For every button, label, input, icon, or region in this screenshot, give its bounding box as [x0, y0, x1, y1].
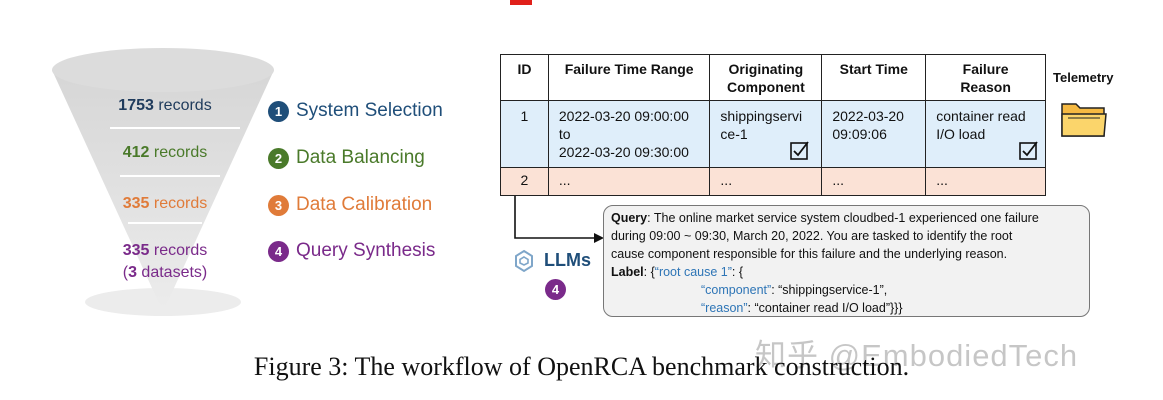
header-line: Component	[727, 79, 805, 95]
label-text: : {	[731, 265, 744, 279]
step-number-badge: 3	[268, 194, 289, 216]
cell-start-time: 2022-03-20 09:09:06	[821, 100, 927, 168]
cell-ellipsis: ...	[547, 167, 711, 196]
record-unit: records	[149, 242, 208, 259]
cell-ellipsis: ...	[925, 167, 1046, 196]
cell-line: shippingservi	[720, 108, 803, 124]
arrow-connector	[514, 196, 604, 243]
checkbox-checked-icon	[1019, 141, 1038, 160]
query-box: Query: The online market service system …	[603, 205, 1090, 317]
table-row: 1 2022-03-20 09:00:00 to 2022-03-20 09:3…	[500, 100, 1046, 168]
cell-line: 2022-03-20	[832, 108, 904, 124]
cell-line: 2022-03-20 09:30:00	[558, 144, 689, 160]
query-line: cause component responsible for this fai…	[611, 247, 1008, 261]
label-line: Label: {“root cause 1”: {	[611, 263, 1089, 281]
cell-id: 1	[500, 100, 549, 168]
step-number-badge: 4	[268, 240, 289, 262]
table-row: 2 ... ... ... ...	[500, 167, 1046, 196]
checkbox-checked-icon	[790, 141, 809, 160]
cell-line: to	[558, 126, 571, 142]
figure-caption: Figure 3: The workflow of OpenRCA benchm…	[253, 352, 910, 381]
cell-ellipsis: ...	[821, 167, 927, 196]
step-system-selection: 1 System Selection	[268, 100, 443, 122]
step-data-calibration: 3 Data Calibration	[268, 194, 432, 216]
datasets-open: (	[122, 264, 129, 281]
cell-reason: container read I/O load	[925, 100, 1046, 168]
datasets-count: 3	[128, 264, 137, 281]
record-count: 335	[122, 242, 150, 259]
cell-ellipsis: ...	[709, 167, 823, 196]
step-number-badge: 2	[268, 147, 289, 169]
reason-key: “reason”	[701, 301, 748, 315]
reason-value: : “container read I/O load”}}}	[747, 301, 903, 315]
cell-line: I/O load	[936, 126, 986, 142]
step-label: Data Balancing	[296, 147, 425, 168]
datasets-unit: datasets)	[136, 264, 208, 281]
cell-id: 2	[500, 167, 549, 196]
header-line: Failure	[962, 61, 1009, 77]
funnel-record-2: 412 records	[55, 144, 275, 162]
label-label: Label	[611, 265, 644, 279]
cell-line: container read	[936, 108, 1026, 124]
record-unit: records	[149, 144, 208, 161]
header-originating-component: Originating Component	[709, 54, 823, 101]
top-red-mark	[510, 0, 532, 5]
record-count: 1753	[118, 97, 154, 114]
query-label: Query	[611, 211, 648, 225]
label-line: “component”: “shippingservice-1”,	[611, 281, 1089, 299]
header-start-time: Start Time	[821, 54, 927, 101]
step-label: System Selection	[296, 100, 443, 121]
query-line: during 09:00 ~ 09:30, March 20, 2022. Yo…	[611, 229, 1013, 243]
step-data-balancing: 2 Data Balancing	[268, 147, 425, 169]
record-count: 335	[122, 195, 150, 212]
funnel-record-3: 335 records	[55, 195, 275, 213]
table-header-row: ID Failure Time Range Originating Compon…	[500, 54, 1046, 101]
step-label: Data Calibration	[296, 194, 433, 215]
component-key: “component”	[701, 283, 772, 297]
funnel-record-1: 1753 records	[55, 97, 275, 115]
header-failure-time-range: Failure Time Range	[547, 54, 711, 101]
failure-table-container: ID Failure Time Range Originating Compon…	[500, 54, 1046, 196]
failure-table: ID Failure Time Range Originating Compon…	[500, 54, 1046, 196]
telemetry-label: Telemetry	[1053, 70, 1114, 85]
root-cause-key: “root cause 1”	[654, 265, 732, 279]
funnel-graphic	[52, 48, 274, 316]
record-unit: records	[149, 195, 208, 212]
llms-label: LLMs	[544, 250, 591, 270]
header-id: ID	[500, 54, 549, 101]
step-number-badge: 1	[268, 100, 289, 122]
record-count: 412	[122, 144, 150, 161]
funnel-record-4-datasets: (3 datasets)	[55, 264, 275, 282]
llms-step-badge: 4	[545, 279, 566, 300]
cell-time-range: 2022-03-20 09:00:00 to 2022-03-20 09:30:…	[547, 100, 711, 168]
step-label: Query Synthesis	[296, 240, 436, 261]
query-text: : The online market service system cloud…	[647, 211, 1039, 225]
record-unit: records	[153, 97, 212, 114]
header-failure-reason: Failure Reason	[925, 54, 1046, 101]
cell-line: 09:09:06	[832, 126, 887, 142]
step-query-synthesis: 4 Query Synthesis	[268, 240, 435, 262]
cell-component: shippingservi ce-1	[709, 100, 823, 168]
cell-line: 2022-03-20 09:00:00	[558, 108, 689, 124]
header-line: Originating	[728, 61, 804, 77]
label-line: “reason”: “container read I/O load”}}}	[611, 299, 1089, 317]
funnel-record-4: 335 records	[55, 242, 275, 260]
query-line: Query: The online market service system …	[611, 209, 1089, 227]
label-text: : {	[643, 265, 655, 279]
component-value: : “shippingservice-1”,	[771, 283, 888, 297]
header-line: Reason	[960, 79, 1011, 95]
cell-line: ce-1	[720, 126, 748, 142]
openai-logo-icon	[515, 249, 533, 273]
watermark: 知乎 @EmbodiedTech	[755, 338, 1079, 373]
folder-icon	[1061, 103, 1107, 137]
